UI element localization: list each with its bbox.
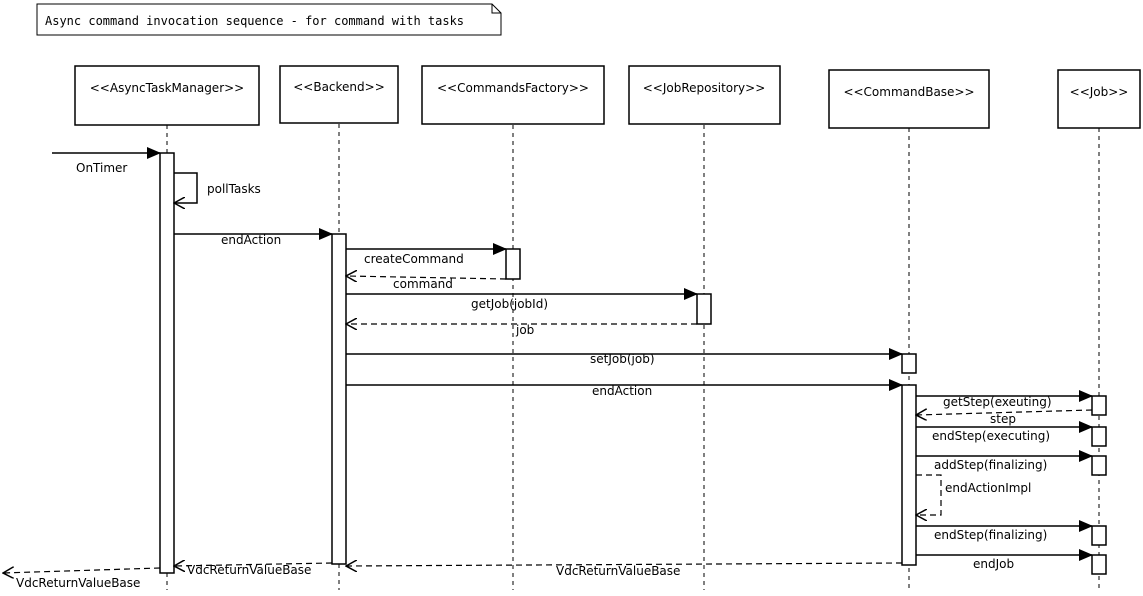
activation-job-endjob bbox=[1091, 554, 1107, 575]
message-ret-atm-label: VdcReturnValueBase bbox=[16, 576, 140, 590]
participant-backend-label: <<Backend>> bbox=[293, 80, 385, 94]
activation-factory bbox=[505, 248, 521, 280]
activation-job-endstep1 bbox=[1091, 426, 1107, 447]
message-endactionimpl-arrow bbox=[916, 474, 942, 515]
activation-cmdbase-endaction bbox=[901, 384, 917, 566]
participant-cmdbase: <<CommandBase>> bbox=[828, 69, 990, 129]
message-polltasks-arrow bbox=[174, 172, 198, 203]
message-ret-cmd-label: VdcReturnValueBase bbox=[556, 564, 680, 578]
activation-atm bbox=[159, 152, 175, 574]
message-ret-backend-label: VdcReturnValueBase bbox=[187, 563, 311, 577]
message-endaction1-label: endAction bbox=[221, 233, 281, 247]
title-note: Async command invocation sequence - for … bbox=[36, 3, 502, 36]
message-job-return-label: job bbox=[515, 323, 534, 337]
message-ret-backend-arrow bbox=[174, 563, 333, 566]
message-command-arrow bbox=[346, 276, 507, 279]
activation-job-endstep2 bbox=[1091, 525, 1107, 546]
message-setjob-label: setJob(job) bbox=[590, 352, 655, 366]
message-addstep-label: addStep(finalizing) bbox=[934, 458, 1047, 472]
message-ret-cmd-arrow bbox=[346, 563, 903, 566]
participant-job: <<Job>> bbox=[1057, 69, 1141, 129]
activation-jobrepo bbox=[696, 293, 712, 325]
participant-atm-label: <<AsyncTaskManager>> bbox=[90, 81, 244, 95]
message-ret-atm-arrow bbox=[3, 568, 161, 573]
participant-factory: <<CommandsFactory>> bbox=[421, 65, 605, 125]
participant-factory-label: <<CommandsFactory>> bbox=[437, 81, 589, 95]
participant-atm: <<AsyncTaskManager>> bbox=[74, 65, 260, 126]
participant-jobrepo-label: <<JobRepository>> bbox=[643, 81, 766, 95]
participant-backend: <<Backend>> bbox=[279, 65, 399, 124]
message-getjob-label: getJob(jobId) bbox=[471, 297, 548, 311]
title-note-text: Async command invocation sequence - for … bbox=[45, 14, 464, 28]
message-endstep1-label: endStep(executing) bbox=[932, 429, 1050, 443]
activation-job-getstep bbox=[1091, 395, 1107, 416]
message-getstep-label: getStep(exeuting) bbox=[943, 395, 1052, 409]
message-step-label: step bbox=[990, 412, 1016, 426]
activation-cmdbase-setjob bbox=[901, 353, 917, 374]
message-createcommand-label: createCommand bbox=[364, 252, 464, 266]
activation-job-addstep bbox=[1091, 455, 1107, 476]
message-polltasks-label: pollTasks bbox=[207, 182, 261, 196]
message-endaction2-label: endAction bbox=[592, 384, 652, 398]
activation-backend bbox=[331, 233, 347, 565]
participant-cmdbase-label: <<CommandBase>> bbox=[843, 85, 974, 99]
participant-job-label: <<Job>> bbox=[1070, 85, 1129, 99]
message-command-label: command bbox=[393, 277, 453, 291]
message-endactionimpl-label: endActionImpl bbox=[945, 481, 1031, 495]
message-endstep2-label: endStep(finalizing) bbox=[934, 528, 1047, 542]
message-ontimer-label: OnTimer bbox=[76, 161, 127, 175]
participant-jobrepo: <<JobRepository>> bbox=[628, 65, 781, 125]
message-endjob-label: endJob bbox=[973, 557, 1014, 571]
